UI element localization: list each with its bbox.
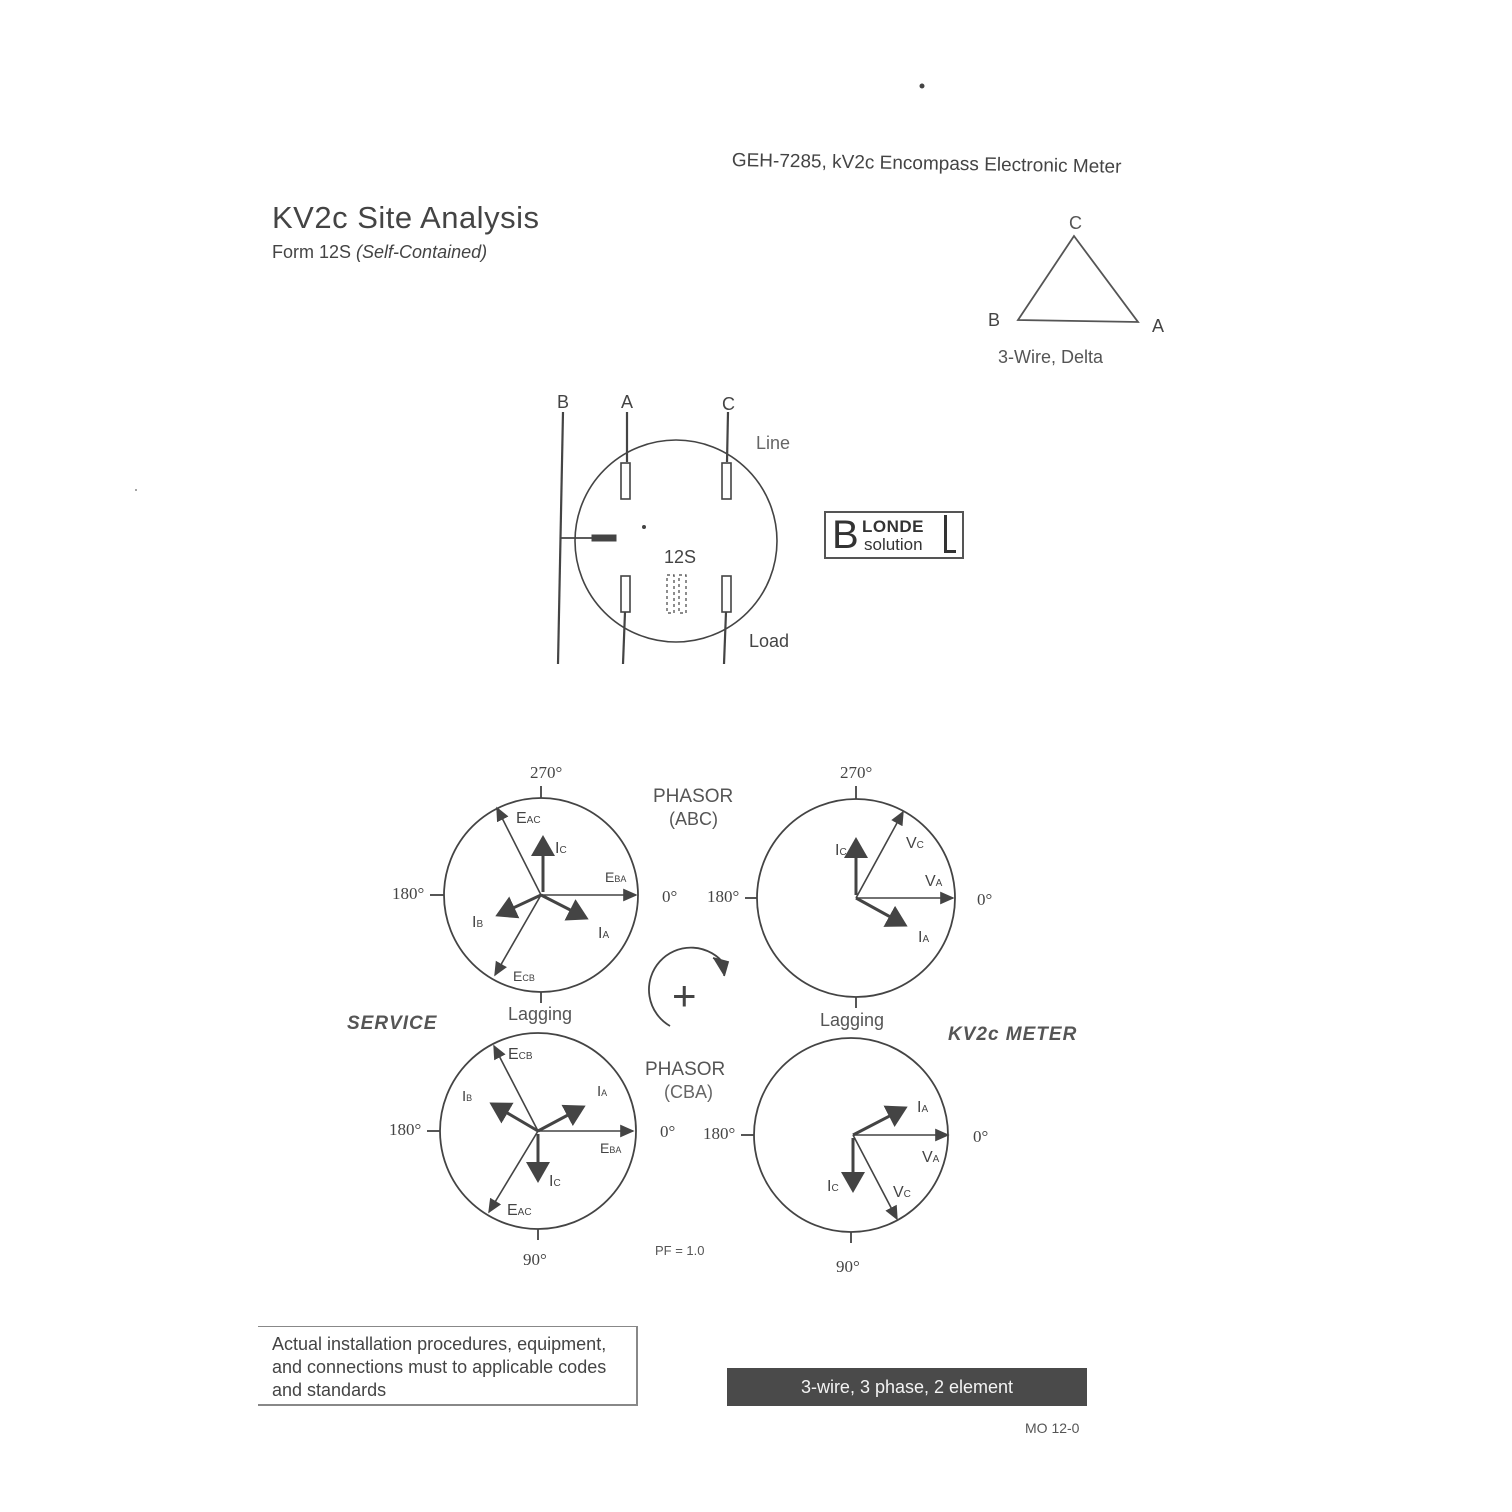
phasor-abc-seq: (ABC) <box>669 809 718 829</box>
vector-ia <box>852 1105 908 1137</box>
deg-180-tl: 180° <box>392 884 424 903</box>
vector-ia <box>537 1104 586 1133</box>
vector-eac <box>488 1130 539 1214</box>
deg-180-bl: 180° <box>389 1120 421 1139</box>
deg-180-br: 180° <box>703 1124 735 1143</box>
svg-text:EBA: EBA <box>605 869 626 885</box>
svg-text:EBA: EBA <box>600 1140 621 1156</box>
svg-text:IC: IC <box>827 1178 839 1195</box>
svg-text:IA: IA <box>597 1083 607 1100</box>
delta-triangle <box>1016 234 1140 323</box>
vector-ia <box>855 896 908 927</box>
phase-c-label: C <box>722 394 735 414</box>
svg-text:IA: IA <box>918 929 929 946</box>
vector-labels: EAC IC EBA IB IA ECB VC IC VA IA ECB IB … <box>462 810 943 1219</box>
page-subtitle: Form 12S (Self-Contained) <box>272 242 487 263</box>
logo-line2: solution <box>864 535 923 554</box>
logo-letter-l <box>944 515 956 553</box>
deg-90-br: 90° <box>836 1257 860 1276</box>
configuration-banner: 3-wire, 3 phase, 2 element <box>727 1368 1087 1406</box>
service-abc-vectors <box>494 806 638 977</box>
phasor-cba-title: PHASOR <box>645 1059 725 1080</box>
service-cba-vectors <box>488 1044 635 1214</box>
service-label: SERVICE <box>347 1013 438 1034</box>
lagging-label-right: Lagging <box>820 1010 884 1030</box>
delta-vertex-c: C <box>1069 213 1082 233</box>
meter-base <box>556 411 778 665</box>
rotation-arrow-icon <box>648 946 730 1027</box>
form-12s-label: 12S <box>664 547 696 567</box>
lagging-label-left: Lagging <box>508 1004 572 1024</box>
vector-eac <box>496 806 542 896</box>
vector-vc <box>852 1134 898 1221</box>
deg-90-bl: 90° <box>523 1250 547 1269</box>
deg-0-tr: 0° <box>977 890 992 909</box>
svg-text:ECB: ECB <box>508 1046 533 1063</box>
svg-text:EAC: EAC <box>516 810 541 827</box>
svg-text:IB: IB <box>462 1088 472 1105</box>
svg-text:ECB: ECB <box>513 968 535 984</box>
svg-text:IA: IA <box>917 1099 928 1116</box>
load-label: Load <box>749 631 789 651</box>
deg-180-tr: 180° <box>707 887 739 906</box>
svg-text:IC: IC <box>555 840 567 857</box>
form-note: (Self-Contained) <box>356 242 488 262</box>
pf-note: PF = 1.0 <box>655 1243 705 1258</box>
vector-ecb <box>493 1044 539 1132</box>
deg-0-br: 0° <box>973 1127 988 1146</box>
degree-labels: 270° 270° 180° 180° 0° 0° 180° 180° 0° 0… <box>389 763 992 1276</box>
svg-text:VA: VA <box>925 873 943 890</box>
phasor-abc-title: PHASOR <box>653 786 733 807</box>
installation-notice: Actual installation procedures, equipmen… <box>258 1326 638 1406</box>
svg-text:VC: VC <box>906 835 924 852</box>
vector-ecb <box>494 894 542 977</box>
phasor-cba-seq: (CBA) <box>664 1082 713 1102</box>
phase-a-label: A <box>621 392 633 412</box>
rotation-plus: + <box>672 972 697 1019</box>
blondel-solution-logo: B LONDE solution <box>824 511 964 559</box>
deg-270-tr: 270° <box>840 763 872 782</box>
svg-text:IC: IC <box>835 842 847 859</box>
vector-ia <box>540 893 589 921</box>
svg-text:VA: VA <box>922 1149 940 1166</box>
delta-vertex-b: B <box>988 310 1000 330</box>
line-label: Line <box>756 433 790 453</box>
svg-text:IC: IC <box>549 1173 561 1190</box>
meter-abc-vectors <box>844 810 955 927</box>
svg-text:EAC: EAC <box>507 1202 532 1219</box>
svg-text:IB: IB <box>472 914 483 931</box>
delta-vertex-a: A <box>1152 316 1164 336</box>
logo-line1: LONDE <box>862 517 924 536</box>
deg-0-tl: 0° <box>662 887 677 906</box>
deg-0-bl: 0° <box>660 1122 675 1141</box>
page-title: KV2c Site Analysis <box>272 200 540 235</box>
svg-text:IA: IA <box>598 925 609 942</box>
vector-ib <box>489 1102 539 1133</box>
phase-b-label: B <box>557 392 569 412</box>
document-code: MO 12-0 <box>1025 1420 1080 1436</box>
delta-caption: 3-Wire, Delta <box>998 347 1104 367</box>
vector-vc <box>855 810 904 899</box>
meter-cba-vectors <box>841 1105 950 1221</box>
logo-letter-b: B <box>832 513 859 557</box>
vector-ib <box>495 893 542 919</box>
meter-label: KV2c METER <box>948 1024 1077 1045</box>
form-label: Form 12S <box>272 242 352 262</box>
deg-270-tl: 270° <box>530 763 562 782</box>
svg-text:VC: VC <box>893 1184 911 1201</box>
